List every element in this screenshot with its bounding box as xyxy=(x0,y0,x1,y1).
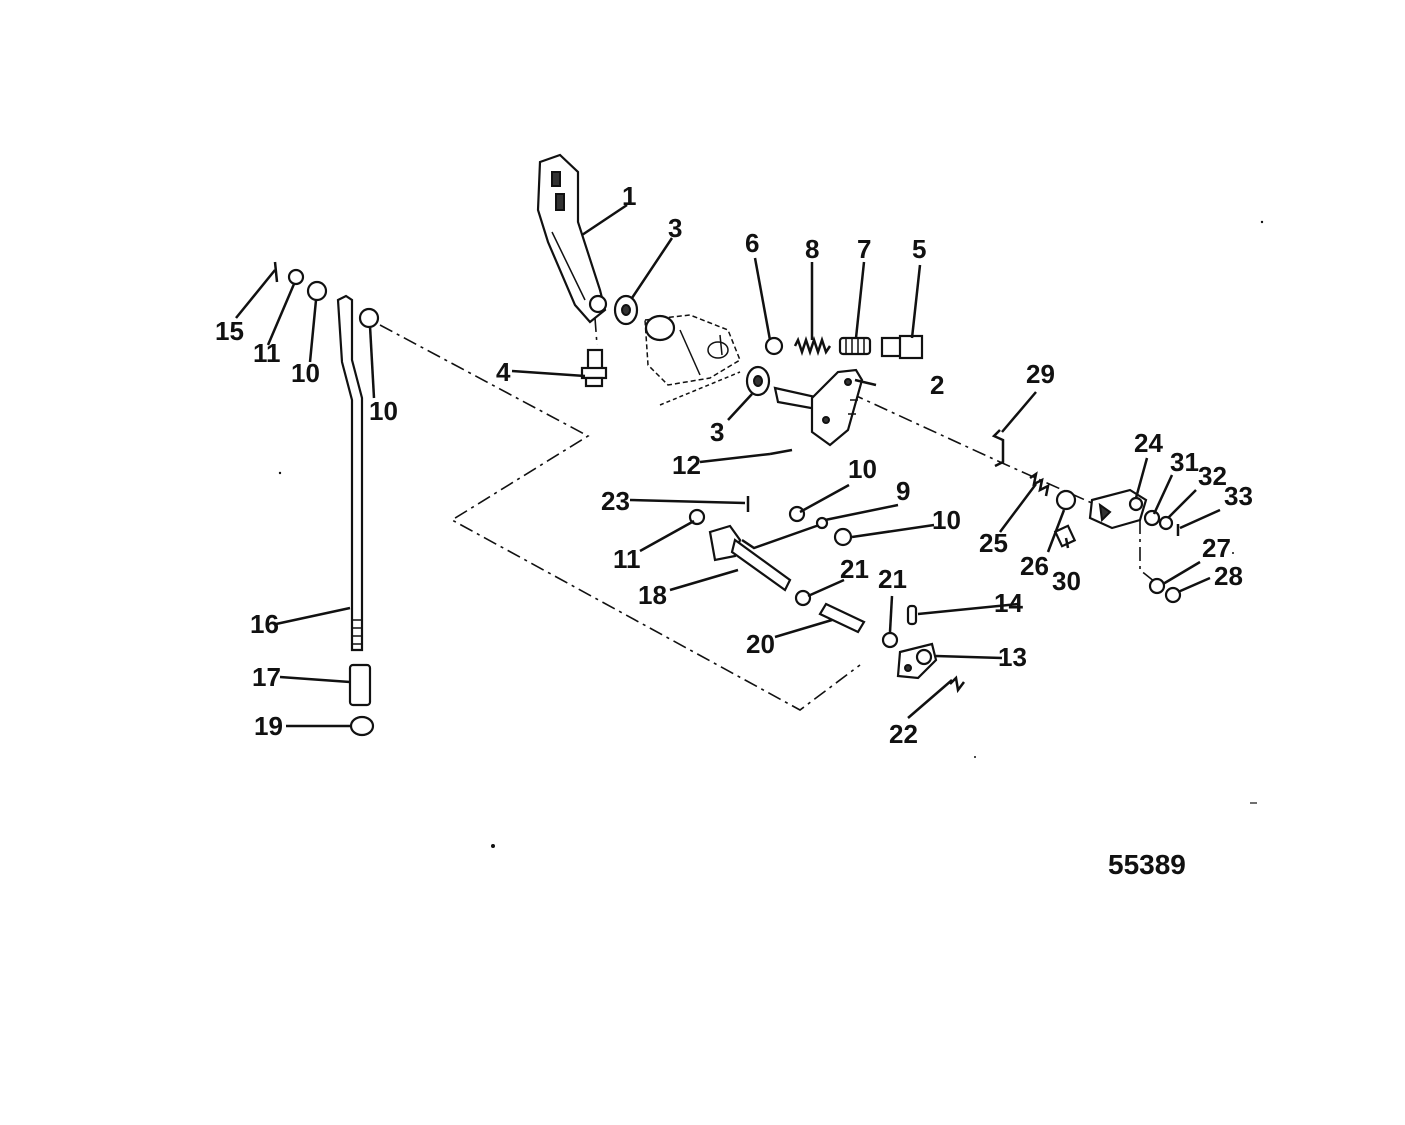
label-24: 24 xyxy=(1134,428,1163,458)
clip-part-29 xyxy=(991,429,1005,468)
label-33: 33 xyxy=(1224,481,1253,511)
label-18: 18 xyxy=(638,580,667,610)
label-28: 28 xyxy=(1214,561,1243,591)
pin-part-14 xyxy=(906,604,918,626)
shift-lever-part-2 xyxy=(773,368,864,447)
callout-labels: 1 2 3 3 4 5 6 7 8 9 10 10 10 10 11 11 12… xyxy=(215,181,1253,749)
bracket-part xyxy=(536,153,608,324)
sleeve-part-17 xyxy=(348,663,372,707)
label-7: 7 xyxy=(857,234,871,264)
label-10-mid: 10 xyxy=(932,505,961,535)
label-10-top-right: 10 xyxy=(848,454,877,484)
label-19: 19 xyxy=(254,711,283,741)
bolt-part-4 xyxy=(580,348,608,388)
pin-part-15 xyxy=(273,261,279,283)
lever-part-13 xyxy=(896,642,938,680)
label-3-upper: 3 xyxy=(668,213,682,243)
label-15: 15 xyxy=(215,316,244,346)
washer-part-21-left xyxy=(794,589,812,607)
label-10-left-a: 10 xyxy=(291,358,320,388)
rod-part-16 xyxy=(336,294,364,652)
label-30: 30 xyxy=(1052,566,1081,596)
label-27: 27 xyxy=(1202,533,1231,563)
spring-part-25 xyxy=(1029,471,1050,497)
label-10-left-b: 10 xyxy=(369,396,398,426)
label-31: 31 xyxy=(1170,447,1199,477)
label-2: 2 xyxy=(930,370,944,400)
leader-lines xyxy=(235,203,1221,728)
label-21-right: 21 xyxy=(878,564,907,594)
label-17: 17 xyxy=(252,662,281,692)
nut-part-26 xyxy=(1055,489,1077,511)
label-25: 25 xyxy=(979,528,1008,558)
washer-part-10-right xyxy=(358,307,380,329)
figure-number: 55389 xyxy=(1108,849,1186,880)
pin-part-12 xyxy=(769,448,793,456)
spring-part-22 xyxy=(949,675,965,694)
washer-part-10-left xyxy=(306,280,328,302)
link-part-9 xyxy=(741,522,823,550)
label-11-mid: 11 xyxy=(613,544,641,574)
part-27 xyxy=(1148,577,1166,595)
label-13: 13 xyxy=(998,642,1027,672)
plug-part-5 xyxy=(880,334,924,360)
label-6: 6 xyxy=(745,228,759,258)
label-29: 29 xyxy=(1026,359,1055,389)
ball-part-6 xyxy=(764,336,784,356)
housing-block xyxy=(644,314,741,406)
label-5: 5 xyxy=(912,234,926,264)
label-4: 4 xyxy=(496,357,511,387)
label-32: 32 xyxy=(1198,461,1227,491)
spring-part-7 xyxy=(838,336,872,356)
label-3-lower: 3 xyxy=(710,417,724,447)
spring-part-8 xyxy=(793,336,832,356)
label-1: 1 xyxy=(622,181,636,211)
label-9: 9 xyxy=(896,476,910,506)
washer-part-11-left xyxy=(287,268,305,286)
lever-part-24 xyxy=(1088,488,1148,530)
label-26: 26 xyxy=(1020,551,1049,581)
scan-specks xyxy=(278,220,1264,848)
label-21-left: 21 xyxy=(840,554,869,584)
label-14: 14 xyxy=(994,588,1023,618)
label-22: 22 xyxy=(889,719,918,749)
assembly-path-lines xyxy=(379,317,1156,711)
screw-part-30 xyxy=(1053,524,1077,548)
label-8: 8 xyxy=(805,234,819,264)
label-20: 20 xyxy=(746,629,775,659)
nut-part-32 xyxy=(1158,515,1174,531)
washer-part-10-mid xyxy=(788,505,806,523)
label-12: 12 xyxy=(672,450,701,480)
shaft-part-18 xyxy=(708,524,792,592)
label-11-left: 11 xyxy=(253,338,281,368)
nut-part-19 xyxy=(349,715,375,737)
part-28 xyxy=(1164,586,1182,604)
washer-part-21-right xyxy=(881,631,899,649)
label-16: 16 xyxy=(250,609,279,639)
label-23: 23 xyxy=(601,486,630,516)
washer-part-10-lower xyxy=(833,527,853,547)
sleeve-part-20 xyxy=(818,602,866,634)
washer-part-31 xyxy=(1143,509,1161,527)
